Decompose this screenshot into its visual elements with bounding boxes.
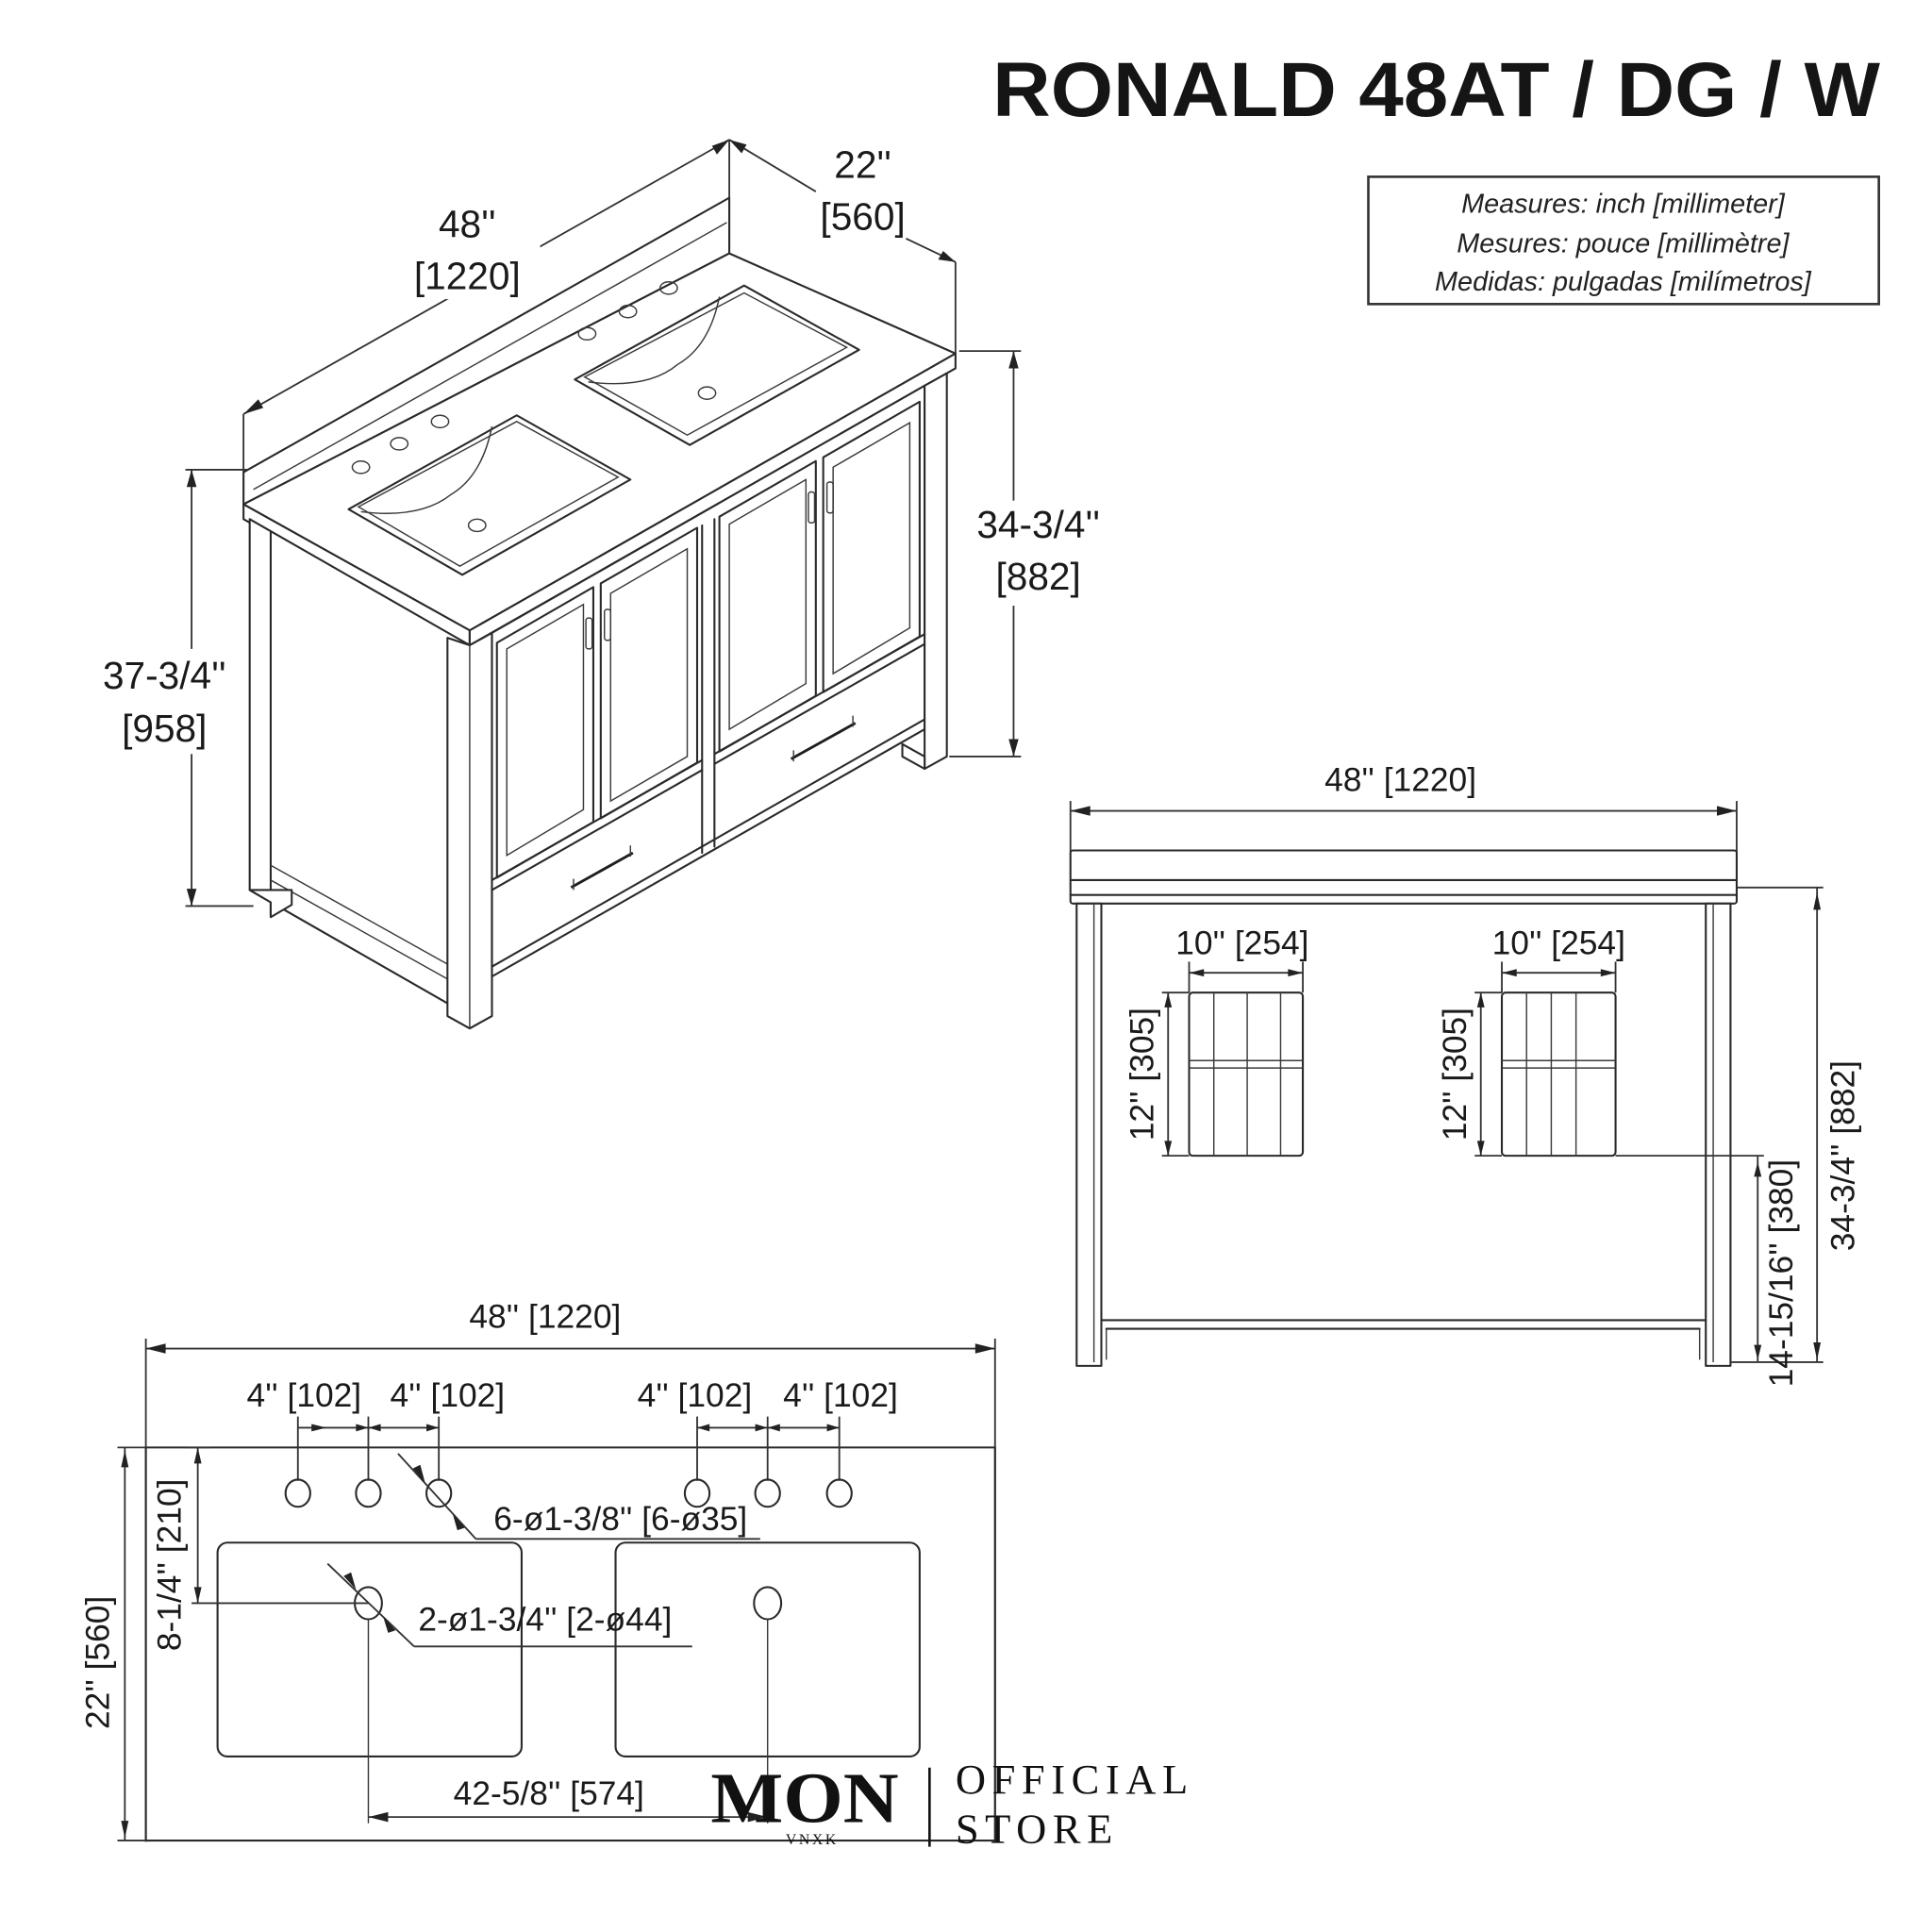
right-sink — [574, 281, 860, 446]
faucet-hole-size: 6-ø1-3/8'' [6-ø35] — [493, 1501, 747, 1538]
top-countertop-outline — [144, 1446, 996, 1842]
front-right-drawer-height: 12'' [305] — [1437, 1008, 1474, 1141]
left-cabinet-doors — [495, 526, 699, 879]
iso-total-height-inch: 37-3/4'' — [103, 654, 226, 697]
faucet-spacing-3: 4'' [102] — [638, 1377, 753, 1414]
front-left-drawer-cutout: 10'' [254] 12'' [305] — [1124, 925, 1309, 1158]
iso-depth-inch: 22'' — [834, 143, 891, 187]
iso-depth-dimension: 22'' [560] — [728, 139, 957, 354]
isometric-view: 48'' [1220] 22'' [560] — [84, 139, 1119, 1030]
iso-width-inch: 48'' — [439, 203, 496, 246]
front-width-dimension: 48'' [1220] — [1069, 762, 1738, 854]
front-drawer-bottom-height-dimension: 14-15/16'' [380] — [1615, 1155, 1824, 1388]
top-width-label: 48'' [1220] — [469, 1298, 621, 1335]
store-watermark: MON VNXK OFFICIAL STORE — [710, 1756, 1194, 1853]
legend-line-es: Medidas: pulgadas [milímetros] — [1435, 267, 1812, 297]
iso-counter-height-mm: [882] — [995, 555, 1080, 598]
faucet-spacing-1: 4'' [102] — [247, 1377, 362, 1414]
watermark-official: OFFICIAL — [956, 1756, 1194, 1803]
front-drawer-bottom-height: 14-15/16'' [380] — [1763, 1159, 1800, 1388]
iso-width-dimension: 48'' [1220] — [242, 139, 730, 473]
faucet-hole-callout: 6-ø1-3/8'' [6-ø35] — [397, 1453, 760, 1541]
drain-spacing-label: 42-5/8'' [574] — [454, 1775, 644, 1812]
right-drain — [753, 1586, 783, 1621]
legend-line-en: Measures: inch [millimeter] — [1461, 189, 1786, 219]
iso-total-height-mm: [958] — [122, 707, 207, 750]
watermark-store: STORE — [956, 1806, 1119, 1853]
watermark-sub: VNXK — [786, 1832, 839, 1848]
drain-offset-label: 8-1/4'' [210] — [151, 1479, 188, 1652]
top-depth-dimension: 22'' [560] — [79, 1446, 146, 1841]
faucet-holes — [284, 1478, 853, 1508]
iso-depth-mm: [560] — [820, 195, 905, 239]
front-left-drawer-height: 12'' [305] — [1124, 1008, 1161, 1141]
legend-line-fr: Mesures: pouce [millimètre] — [1457, 228, 1790, 258]
units-legend: Measures: inch [millimeter] Mesures: pou… — [1367, 175, 1880, 306]
top-depth-label: 22'' [560] — [79, 1596, 116, 1729]
front-counter-height: 34-3/4'' [882] — [1824, 1060, 1861, 1251]
drain-spacing-dimension: 42-5/8'' [574] — [368, 1775, 768, 1823]
top-view: 48'' [1220] 4'' [102] 4'' [102] 4'' [102… — [79, 1298, 996, 1842]
front-right-leg — [1705, 902, 1732, 1367]
faucet-spacing-dimensions: 4'' [102] 4'' [102] 4'' [102] 4'' [102] — [247, 1377, 898, 1481]
front-right-drawer-cutout: 10'' [254] 12'' [305] — [1437, 925, 1625, 1158]
left-sink — [347, 414, 632, 576]
faucet-spacing-2: 4'' [102] — [391, 1377, 506, 1414]
top-left-sink — [216, 1541, 523, 1757]
right-cabinet-doors — [718, 400, 921, 753]
front-countertop — [1069, 849, 1739, 905]
drain-offset-dimension: 8-1/4'' [210] — [151, 1446, 369, 1652]
iso-counter-height-inch: 34-3/4'' — [976, 503, 1100, 546]
iso-width-mm: [1220] — [414, 255, 521, 298]
front-counter-height-dimension: 34-3/4'' [882] — [1736, 886, 1861, 1362]
faucet-spacing-4: 4'' [102] — [783, 1377, 898, 1414]
iso-total-height-dimension: 37-3/4'' [958] — [84, 468, 254, 908]
iso-counter-height-dimension: 34-3/4'' [882] — [949, 350, 1119, 758]
front-left-drawer-width: 10'' [254] — [1175, 925, 1308, 962]
watermark-brand: MON — [710, 1758, 898, 1838]
front-right-drawer-width: 10'' [254] — [1492, 925, 1625, 962]
drain-hole-callout: 2-ø1-3/4'' [2-ø44] — [326, 1562, 692, 1648]
drawer-pulls — [570, 715, 857, 891]
drain-hole-size: 2-ø1-3/4'' [2-ø44] — [418, 1601, 672, 1638]
front-view: 48'' [1220] — [1069, 762, 1861, 1388]
front-left-leg — [1075, 902, 1103, 1367]
front-width-label: 48'' [1220] — [1324, 762, 1476, 799]
page-title: RONALD 48AT / DG / W — [992, 47, 1880, 133]
